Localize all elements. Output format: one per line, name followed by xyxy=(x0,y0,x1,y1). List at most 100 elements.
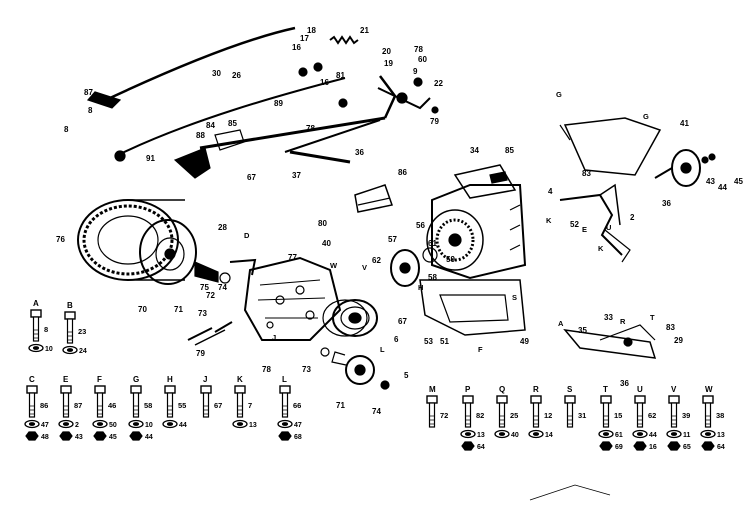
nut-number: 16 xyxy=(649,444,657,451)
hardware-number: 31 xyxy=(578,411,586,420)
callout-34: 34 xyxy=(470,146,479,155)
callout-40: 40 xyxy=(322,239,331,248)
callout-62: 62 xyxy=(372,256,381,265)
bolt-head-icon xyxy=(702,395,714,404)
fan-pulley-right xyxy=(654,149,716,187)
hardware-letter: Q xyxy=(499,385,505,394)
pulley-small xyxy=(331,351,375,385)
callout-17: 17 xyxy=(300,34,309,43)
hardware-number: 58 xyxy=(144,401,152,410)
hardware-number: 62 xyxy=(648,411,656,420)
engine-mount-plate xyxy=(419,279,526,336)
bolt-shank-icon xyxy=(281,392,289,418)
hardware-j: J67 xyxy=(200,375,222,418)
hardware-number: 15 xyxy=(614,411,622,420)
bolt-shank-icon xyxy=(498,402,506,428)
letter-d1: D xyxy=(244,231,250,240)
callout-18: 18 xyxy=(307,26,316,35)
callout-70: 70 xyxy=(138,305,147,314)
hardware-letter: K xyxy=(237,375,243,384)
hardware-number: 55 xyxy=(178,401,186,410)
bolt-head-icon xyxy=(668,395,680,404)
callout-71b: 71 xyxy=(336,401,345,410)
callout-79b: 79 xyxy=(196,349,205,358)
washer-number: 50 xyxy=(109,422,117,429)
callout-77: 77 xyxy=(288,253,297,262)
hardware-number: 23 xyxy=(78,327,86,336)
nut-icon xyxy=(129,431,143,441)
callout-41: 41 xyxy=(680,119,689,128)
letter-t1: T xyxy=(650,313,655,322)
letter-u1: U xyxy=(606,223,611,232)
bolt-shank-icon xyxy=(602,402,610,428)
callout-26: 26 xyxy=(232,71,241,80)
spring xyxy=(329,35,359,45)
callout-29: 29 xyxy=(674,336,683,345)
callout-67: 67 xyxy=(247,173,256,182)
bolt-head-icon xyxy=(634,395,646,404)
callout-86: 86 xyxy=(398,168,407,177)
washer-number: 47 xyxy=(41,422,49,429)
nut-icon xyxy=(278,431,292,441)
bolt-shank-icon xyxy=(428,402,436,428)
hardware-number: 25 xyxy=(510,411,518,420)
washer-number: 2 xyxy=(75,422,79,429)
hardware-letter: C xyxy=(29,375,35,384)
hardware-number: 7 xyxy=(248,401,252,410)
callout-56: 56 xyxy=(416,221,425,230)
callout-16: 16 xyxy=(292,43,301,52)
callout-91: 91 xyxy=(146,154,155,163)
nut-icon xyxy=(599,441,613,451)
bolt-shank-icon xyxy=(32,316,40,342)
bolt-head-icon xyxy=(462,395,474,404)
callout-20: 20 xyxy=(382,47,391,56)
callout-75: 75 xyxy=(200,283,209,292)
nut-icon xyxy=(59,431,73,441)
washer-number: 14 xyxy=(545,432,553,439)
nut-number: 43 xyxy=(75,434,83,441)
callout-71: 71 xyxy=(174,305,183,314)
callout-9: 9 xyxy=(413,67,418,76)
washer-number: 44 xyxy=(179,422,187,429)
small-bolts-top xyxy=(298,62,439,114)
bolt-shank-icon xyxy=(704,402,712,428)
callout-8b: 8 xyxy=(64,125,69,134)
transaxle xyxy=(229,256,342,341)
callout-87: 87 xyxy=(84,88,93,97)
hardware-row: A810B2324C864748E87243F465045G581044H554… xyxy=(24,299,725,451)
nut-number: 65 xyxy=(683,444,691,451)
hardware-number: 72 xyxy=(440,411,448,420)
callout-53: 53 xyxy=(424,337,433,346)
bolt-head-icon xyxy=(94,385,106,394)
callout-21: 21 xyxy=(360,26,369,35)
bolt-head-icon xyxy=(564,395,576,404)
callout-80: 80 xyxy=(318,219,327,228)
wheel-rim xyxy=(139,219,197,285)
bolt-head-icon xyxy=(600,395,612,404)
letter-l1: L xyxy=(380,345,385,354)
bolt-head-icon xyxy=(26,385,38,394)
exhaust-pipe xyxy=(559,183,631,263)
letter-v1: V xyxy=(362,263,367,272)
callout-83: 83 xyxy=(582,169,591,178)
washer-number: 10 xyxy=(145,422,153,429)
letter-s1: S xyxy=(512,293,517,302)
nut-number: 69 xyxy=(615,444,623,451)
callout-76: 76 xyxy=(56,235,65,244)
belt-guide xyxy=(354,184,393,213)
washer-number: 13 xyxy=(717,432,725,439)
callout-84: 84 xyxy=(206,121,215,130)
lever-bracket xyxy=(173,129,245,179)
letter-k1: K xyxy=(546,216,552,225)
fuel-tank xyxy=(559,117,662,176)
callout-28: 28 xyxy=(218,223,227,232)
hardware-letter: E xyxy=(63,375,69,384)
bolt-head-icon xyxy=(426,395,438,404)
